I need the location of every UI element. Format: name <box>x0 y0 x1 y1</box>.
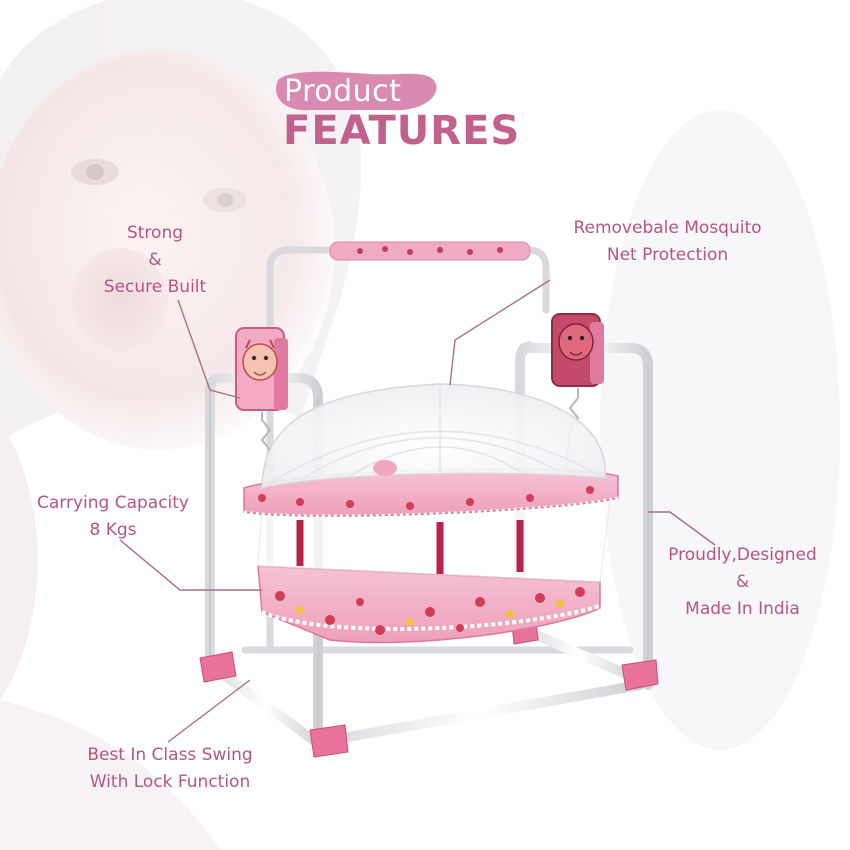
tiger-right <box>551 313 604 387</box>
connector-capacity <box>119 539 262 591</box>
feature-mosquito-line2: Net Protection <box>606 245 729 265</box>
feature-mosquito-line1: Removebale Mosquito <box>573 218 762 238</box>
feature-swing-line1: Best In Class Swing <box>87 745 253 765</box>
feature-india-line3: Made In India <box>685 599 800 619</box>
feature-capacity-line2: 8 Kgs <box>89 520 137 540</box>
feature-mosquito-net: Removebale Mosquito Net Protection <box>545 215 790 269</box>
connector-swing <box>167 679 251 743</box>
feature-swing-line2: With Lock Function <box>89 772 251 792</box>
title-badge <box>276 71 437 111</box>
feature-strong-secure: Strong & Secure Built <box>80 220 230 301</box>
title-product: Product <box>284 74 402 109</box>
tiger-left <box>235 327 288 411</box>
title-features: FEATURES <box>283 108 521 154</box>
feature-capacity-line1: Carrying Capacity <box>36 493 189 513</box>
connector-india <box>648 511 716 546</box>
feature-swing-lock: Best In Class Swing With Lock Function <box>55 742 285 796</box>
feature-strong-line2: & <box>148 250 162 270</box>
connector-strong <box>177 299 241 399</box>
feature-india-line1: Proudly,Designed <box>668 545 817 565</box>
feature-made-in-india: Proudly,Designed & Made In India <box>640 542 845 623</box>
feature-strong-line3: Secure Built <box>103 277 207 297</box>
feature-carrying-capacity: Carrying Capacity 8 Kgs <box>8 490 218 544</box>
connector-mosquito <box>449 279 551 386</box>
feature-india-line2: & <box>735 572 750 592</box>
feature-strong-line1: Strong <box>126 223 184 243</box>
